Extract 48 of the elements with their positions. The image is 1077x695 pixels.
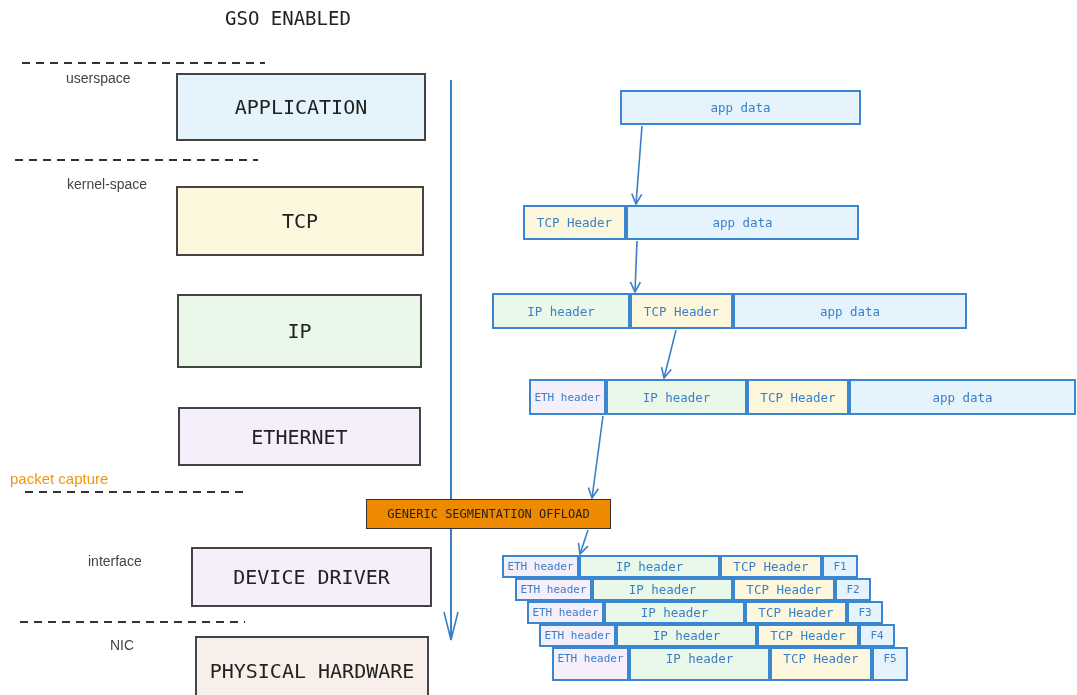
arrow (629, 240, 642, 293)
layer-box: TCP (176, 186, 424, 256)
layer-box: DEVICE DRIVER (191, 547, 432, 607)
frame-segment: ETH header (502, 555, 579, 578)
frame-segment: TCP Header (770, 647, 872, 681)
space-label: NIC (110, 637, 135, 653)
capture-label: packet capture (10, 470, 109, 487)
frame-segment: F4 (859, 624, 895, 647)
frame-segment: F2 (835, 578, 871, 601)
packet-segment: app data (733, 293, 967, 329)
frame-segment: ETH header (539, 624, 616, 647)
frame-segment: TCP Header (720, 555, 822, 578)
space-label: userspace (66, 70, 131, 86)
frame-segment: IP header (616, 624, 757, 647)
frame-segment: F3 (847, 601, 883, 624)
packet-segment: ETH header (529, 379, 606, 415)
layer-box: IP (177, 294, 422, 368)
packet-segment: TCP Header (747, 379, 849, 415)
layer-box: PHYSICAL HARDWARE (195, 636, 429, 695)
frame-segment: TCP Header (757, 624, 859, 647)
packet-segment: IP header (492, 293, 630, 329)
layer-box: ETHERNET (178, 407, 421, 466)
frame-segment: TCP Header (745, 601, 847, 624)
frame-segment: IP header (629, 647, 770, 681)
space-label: interface (88, 553, 142, 569)
frame-segment: IP header (604, 601, 745, 624)
arrow (631, 125, 643, 205)
packet-segment: TCP Header (630, 293, 733, 329)
arrow (577, 529, 589, 555)
frame-segment: ETH header (552, 647, 629, 681)
packet-segment: IP header (606, 379, 747, 415)
packet-segment: TCP Header (523, 205, 626, 240)
arrow (587, 415, 604, 499)
frame-segment: ETH header (515, 578, 592, 601)
packet-segment: app data (626, 205, 859, 240)
frame-segment: ETH header (527, 601, 604, 624)
packet-segment: app data (620, 90, 861, 125)
frame-segment: F1 (822, 555, 858, 578)
layer-box: APPLICATION (176, 73, 426, 141)
frame-segment: F5 (872, 647, 908, 681)
frame-segment: TCP Header (733, 578, 835, 601)
space-label: kernel-space (67, 176, 148, 192)
offload-box: GENERIC SEGMENTATION OFFLOAD (366, 499, 611, 529)
arrow (660, 329, 677, 379)
frame-segment: IP header (579, 555, 720, 578)
frame-segment: IP header (592, 578, 733, 601)
diagram-title: GSO ENABLED (225, 7, 351, 29)
packet-segment: app data (849, 379, 1076, 415)
